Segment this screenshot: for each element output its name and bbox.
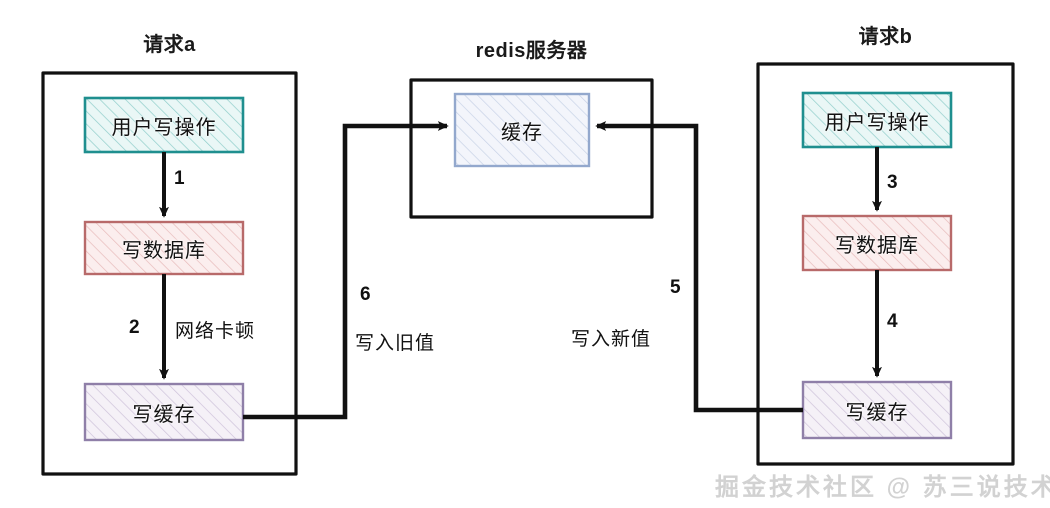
watermark: 掘金技术社区 @ 苏三说技术 xyxy=(715,474,1050,501)
title-request-a: 请求a xyxy=(143,34,196,56)
node-b-write-db: 写数据库 xyxy=(803,216,951,270)
node-a-write-cache: 写缓存 xyxy=(85,384,243,440)
node-shape-b-user-write xyxy=(801,91,953,149)
node-shape-b-write-cache xyxy=(801,380,953,440)
node-b-user-write-label: 用户写操作 xyxy=(824,111,930,134)
container-request-b xyxy=(756,62,1015,466)
edge-step5 xyxy=(595,121,803,413)
node-cache: 缓存 xyxy=(455,94,589,166)
edge-label-step4: 4 xyxy=(887,311,898,332)
edge-label-step6-number: 6 xyxy=(360,284,371,305)
node-b-write-cache-label: 写缓存 xyxy=(845,401,909,424)
container-redis-server xyxy=(409,78,654,219)
node-b-write-cache: 写缓存 xyxy=(803,382,951,438)
node-cache-label: 缓存 xyxy=(501,121,543,144)
edge-label-step3: 3 xyxy=(887,172,898,193)
title-redis-server: redis服务器 xyxy=(475,40,588,62)
node-shape-cache xyxy=(453,92,591,168)
edge-label-step1: 1 xyxy=(174,168,185,189)
node-a-user-write: 用户写操作 xyxy=(85,98,243,152)
container-request-a xyxy=(41,71,298,476)
edge-label-step5-text: 写入新值 xyxy=(571,329,652,350)
node-a-write-db: 写数据库 xyxy=(85,222,243,274)
node-a-write-cache-label: 写缓存 xyxy=(132,403,196,426)
node-b-write-db-label: 写数据库 xyxy=(835,234,919,257)
node-a-user-write-label: 用户写操作 xyxy=(111,116,217,139)
edge-label-step5-number: 5 xyxy=(670,277,681,298)
node-shape-a-write-cache xyxy=(83,382,245,442)
edge-label-step6-text: 写入旧值 xyxy=(355,333,436,354)
edge-label-step2-number: 2 xyxy=(129,317,140,338)
node-b-user-write: 用户写操作 xyxy=(803,93,951,147)
node-a-write-db-label: 写数据库 xyxy=(122,239,206,262)
edge-label-step2-text: 网络卡顿 xyxy=(175,321,256,342)
title-request-b: 请求b xyxy=(858,26,913,48)
edge-step6 xyxy=(243,121,449,420)
